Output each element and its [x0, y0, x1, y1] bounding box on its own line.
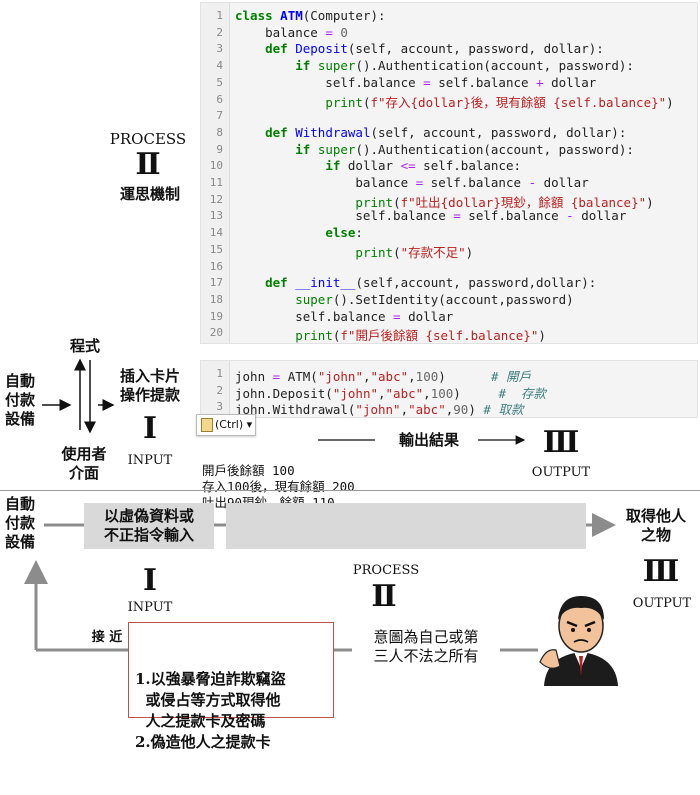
line-number: 4: [216, 59, 223, 73]
code-line: self.balance = self.balance - dollar: [235, 208, 627, 224]
obtain-property-label: 取得他人之物: [625, 507, 686, 544]
line-number: 15: [209, 242, 223, 256]
line-number: 16: [209, 259, 223, 273]
code-line: john.Withdrawal("john","abc",90) # 取款: [235, 402, 524, 417]
code-line: balance = self.balance - dollar: [235, 175, 589, 190]
line-number: 11: [209, 176, 223, 189]
output-result-label: 輸出結果: [398, 431, 459, 449]
code-line: john = ATM("john","abc",100) # 開戶: [235, 369, 531, 384]
code-line: self.balance = self.balance + dollar: [235, 74, 597, 90]
code-line: super().SetIdentity(account,password): [295, 291, 574, 307]
bottom-arrows: [24, 513, 616, 652]
code-line: self.balance = dollar: [235, 308, 454, 324]
top-arrows: [42, 358, 526, 445]
line-number: 13: [209, 209, 223, 223]
approach-label: 接 近: [91, 630, 123, 645]
paste-options-popup[interactable]: (Ctrl) ▾: [196, 414, 256, 436]
output-caption-bottom: OUTPUT: [632, 596, 692, 611]
unlawful-intent-label: 意圖為自己或第三人不法之所有: [373, 628, 479, 665]
code-line: print(f"吐出{dollar}現鈔，餘額 {balance}"): [355, 194, 654, 210]
line-number: 14: [209, 226, 223, 240]
code-line: def __init__(self,account, password,doll…: [265, 275, 597, 291]
output-roman-numeral-top: Ⅲ: [542, 425, 580, 460]
atm-label-bottom: 自動付款設備: [4, 495, 35, 551]
user-interface-label: 使用者介面: [61, 445, 107, 482]
output-caption-top: OUTPUT: [531, 465, 591, 480]
process-label: PROCESS: [109, 130, 187, 148]
section-divider: [0, 490, 700, 491]
input-caption-top: INPUT: [127, 453, 173, 468]
process-roman-numeral: Ⅱ: [135, 147, 161, 182]
line-number: 19: [209, 309, 223, 323]
code-line: print("存款不足"): [355, 244, 474, 260]
line-number: 8: [216, 125, 223, 139]
line-number: 7: [216, 109, 223, 123]
false-input-box: 以虛偽資料或不正指令輸入: [84, 503, 214, 549]
code-line: class ATM(Computer):: [235, 8, 386, 23]
code-line: print(f"存入{dollar}後，現有餘額 {self.balance}"…: [325, 94, 674, 110]
process-flow-bar: [226, 503, 586, 549]
code-line: if dollar <= self.balance:: [325, 158, 522, 174]
code-line: else:: [325, 225, 363, 241]
line-number: 17: [209, 276, 223, 290]
line-number: 6: [216, 92, 223, 106]
process-label-bottom: PROCESS: [352, 563, 420, 578]
line-number: 3: [216, 400, 223, 413]
line-number: 2: [216, 383, 223, 397]
line-number: 10: [209, 159, 223, 173]
line-number: 5: [216, 75, 223, 89]
chevron-down-icon: ▾: [243, 418, 253, 431]
line-number: 18: [209, 292, 223, 306]
code-line: john.Deposit("john","abc",100) # 存款: [235, 385, 547, 401]
clipboard-icon: [201, 418, 213, 432]
code-line: if super().Authentication(account, passw…: [295, 58, 634, 74]
code-line: balance = 0: [235, 24, 348, 40]
input-roman-numeral-bottom: Ⅰ: [142, 563, 158, 598]
code-editor-main: 1 class ATM(Computer): 2 balance = 0 3 def …: [200, 2, 698, 344]
code-line: if super().Authentication(account, passw…: [295, 141, 634, 157]
input-roman-numeral-top: Ⅰ: [142, 411, 158, 446]
line-number: 1: [216, 367, 223, 380]
code-editor-input: 1 john = ATM("john","abc",100) # 開戶 2 john.…: [200, 360, 698, 418]
line-number-gutter: [201, 3, 230, 343]
atm-label-top: 自動付款設備: [4, 372, 35, 428]
program-label: 程式: [69, 337, 100, 355]
thief-figure-icon: [539, 596, 618, 686]
line-number: 9: [216, 142, 223, 156]
line-number: 1: [216, 9, 223, 22]
code-line: def Withdrawal(self, account, password, …: [265, 124, 627, 140]
process-roman-numeral-bottom: Ⅱ: [371, 579, 397, 614]
line-number: 12: [209, 192, 223, 206]
line-number: 20: [209, 326, 223, 340]
line-number: 3: [216, 42, 223, 56]
code-line: def Deposit(self, account, password, dol…: [265, 41, 604, 57]
insert-card-label: 插入卡片操作提款: [119, 367, 180, 404]
input-caption-bottom: INPUT: [127, 600, 173, 615]
process-caption: 運思機制: [119, 185, 180, 203]
line-number-gutter-input: [201, 361, 230, 417]
code-line: print(f"開戶後餘額 {self.balance}"): [295, 328, 546, 344]
output-roman-numeral-bottom: Ⅲ: [642, 554, 680, 589]
line-number: 2: [216, 25, 223, 39]
